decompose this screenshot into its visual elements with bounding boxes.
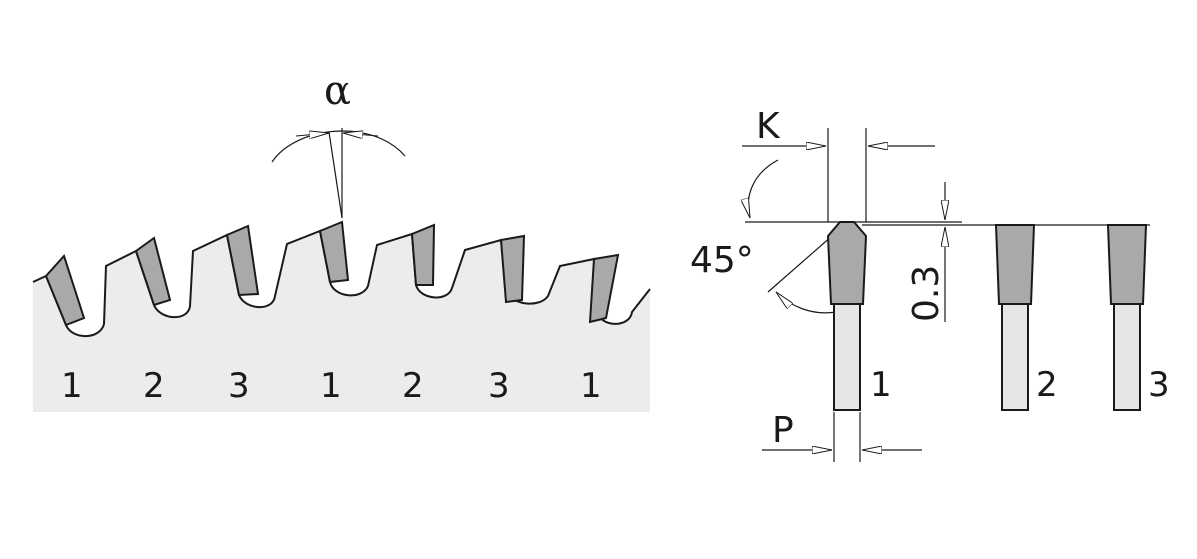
shank: [1001, 303, 1029, 411]
carbide-tip-profile: [994, 224, 1036, 305]
carbide-tip-1: [44, 254, 86, 327]
carbide-tip-3: [225, 224, 260, 297]
hook-angle-dimension: α: [271, 68, 406, 219]
tooth-seq-label: 3: [488, 366, 510, 406]
height-offset-label: 0.3: [906, 265, 947, 322]
angle-45-label: 45°: [690, 240, 754, 281]
blade-body: [33, 231, 650, 412]
carbide-tip-2: [134, 236, 172, 307]
tooth-sequence-labels: 1 2 3 1 2 3 1: [61, 366, 602, 406]
carbide-tip-5: [410, 223, 436, 286]
carbide-tip-6: [499, 234, 526, 304]
chamfer-angle-dimension: 45°: [690, 159, 837, 314]
tooth-profile-view: K 45° 0.3 1 2: [690, 106, 1170, 462]
blade-side-view: α 1 2 3 1 2 3 1: [32, 68, 651, 412]
carbide-tip-profile: [826, 221, 868, 305]
kerf-dimension: K: [742, 106, 935, 222]
shank: [1113, 303, 1141, 411]
tooth-profile-label: 2: [1036, 365, 1058, 405]
carbide-tip-7: [588, 253, 620, 324]
plate-thickness-dimension: P: [762, 410, 922, 462]
k-label: K: [756, 106, 781, 147]
carbide-tip-4: [318, 220, 350, 284]
tooth-seq-label: 1: [61, 366, 83, 406]
height-offset-dimension: 0.3: [906, 182, 947, 322]
tooth-profile-2: 2: [994, 224, 1058, 411]
tooth-seq-label: 3: [228, 366, 250, 406]
tooth-profile-label: 1: [870, 365, 892, 405]
shank: [833, 303, 861, 411]
tooth-profile-1: 1: [826, 221, 892, 411]
tooth-profile-label: 3: [1148, 365, 1170, 405]
tooth-profile-3: 3: [1106, 224, 1170, 411]
tooth-seq-label: 2: [402, 366, 424, 406]
tooth-seq-label: 1: [320, 366, 342, 406]
p-label: P: [772, 410, 794, 451]
alpha-label: α: [324, 68, 351, 114]
tooth-seq-label: 1: [580, 366, 602, 406]
tooth-seq-label: 2: [143, 366, 165, 406]
carbide-tip-profile: [1106, 224, 1148, 305]
